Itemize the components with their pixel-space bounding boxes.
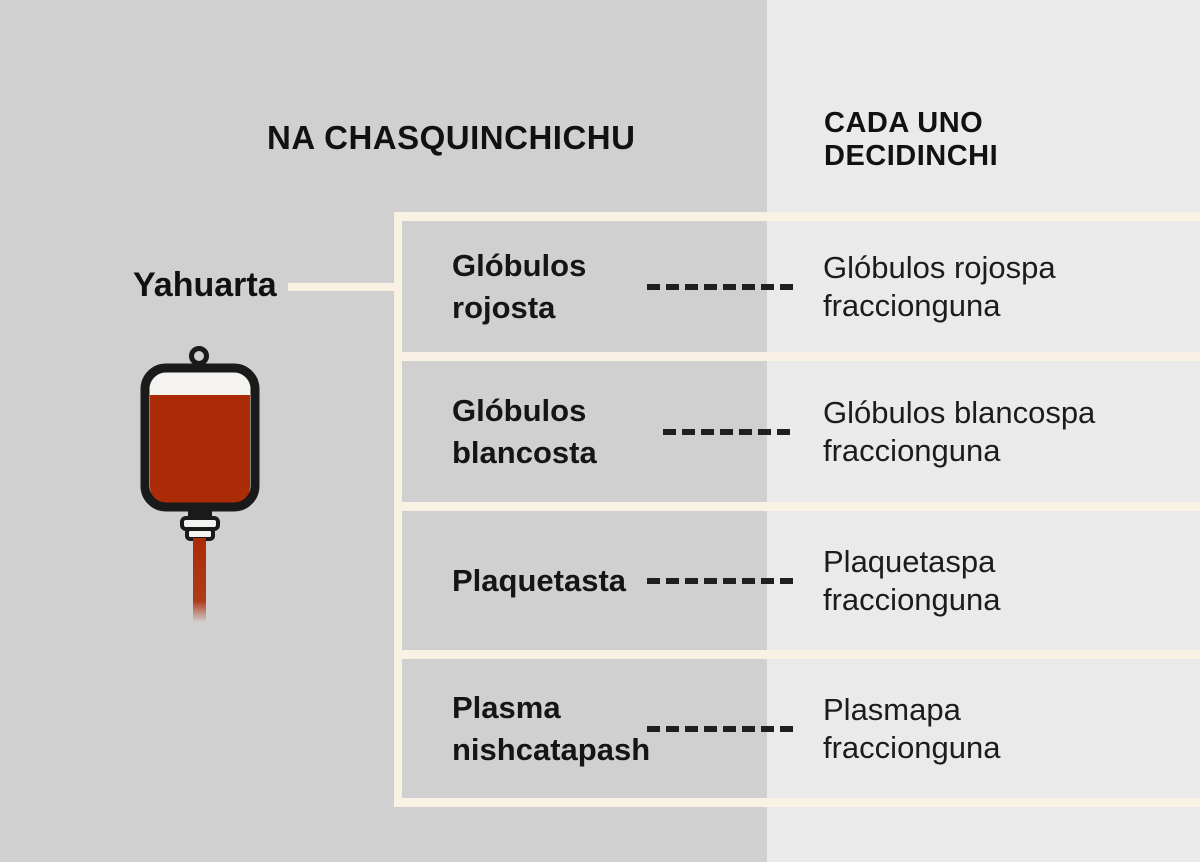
component-row: Plasma nishcatapash Plasmapa fracciongun… [0, 659, 1200, 798]
component-row: Plaquetasta Plaquetaspa fraccionguna [0, 511, 1200, 650]
fraction-label: Glóbulos blancospa fraccionguna [823, 394, 1096, 468]
dashed-connector-line [663, 428, 790, 435]
fraction-label: Plasmapa fraccionguna [823, 691, 1001, 765]
dashed-connector-line [647, 283, 793, 290]
right-column-title: CADA UNO DECIDINCHI [824, 107, 999, 172]
fraction-label: Plaquetaspa fraccionguna [823, 543, 1001, 617]
row-separator [394, 798, 1200, 807]
dashed-connector-line [647, 577, 793, 584]
left-column-title: NA CHASQUINCHICHU [267, 119, 636, 156]
fraction-label: Glóbulos rojospa fraccionguna [823, 249, 1056, 323]
row-separator [394, 502, 1200, 511]
component-label: Glóbulos blancosta [452, 392, 597, 470]
component-row: Glóbulos blancosta Glóbulos blancospa fr… [0, 361, 1200, 502]
blood-fill [150, 395, 250, 503]
dashed-connector-line [647, 725, 793, 732]
component-row: Glóbulos rojosta Glóbulos rojospa fracci… [0, 221, 1200, 352]
source-label: Yahuarta [133, 266, 277, 304]
row-separator [394, 352, 1200, 361]
bag-tube [193, 538, 206, 622]
row-separator [394, 212, 1200, 221]
row-separator [394, 650, 1200, 659]
component-label: Glóbulos rojosta [452, 247, 587, 325]
source-connector-line [288, 283, 396, 291]
blood-bag-icon [140, 346, 260, 622]
component-label: Plaquetasta [452, 562, 627, 598]
right-column-background [767, 0, 1200, 862]
component-label: Plasma nishcatapash [452, 689, 651, 767]
